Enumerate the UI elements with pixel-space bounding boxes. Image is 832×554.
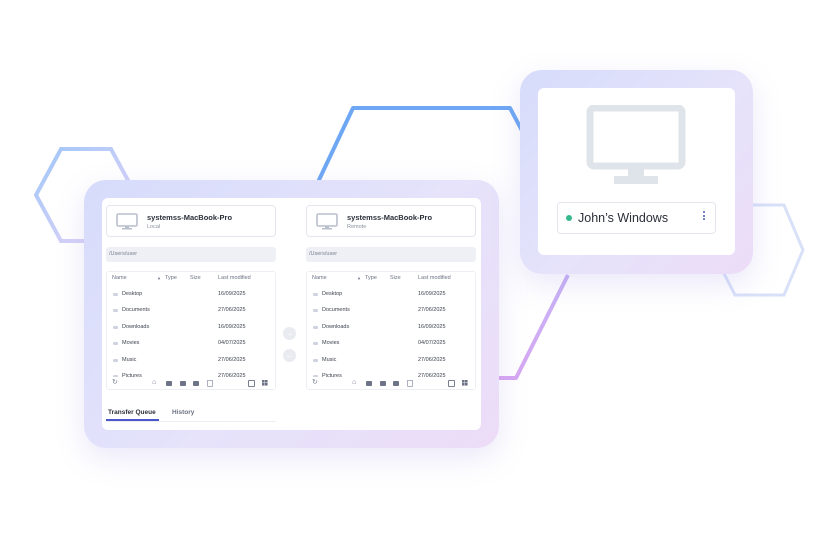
copy-icon[interactable] [248, 380, 255, 387]
local-path-input[interactable]: /Users/user [106, 247, 276, 262]
folder-icon [113, 293, 118, 296]
table-row[interactable]: Movies 04/07/2025 [107, 340, 275, 350]
table-row[interactable]: Desktop 16/09/2025 [307, 291, 475, 301]
connector-top [316, 106, 529, 183]
upload-icon[interactable] [393, 381, 399, 386]
home-icon[interactable]: ⌂ [152, 379, 157, 386]
file-transfer-content: systemss-MacBook-Pro Local /Users/user N… [102, 198, 481, 430]
folder-icon [313, 375, 318, 378]
local-toolbar: ↻ ⌂ [107, 377, 275, 389]
column-modified[interactable]: Last modified [218, 275, 251, 281]
remote-panel: systemss-MacBook-Pro Remote /Users/user … [306, 205, 476, 390]
remote-device-card[interactable]: John’s Windows [557, 202, 716, 234]
folder-icon [313, 342, 318, 345]
refresh-icon[interactable]: ↻ [112, 379, 118, 386]
local-panel: systemss-MacBook-Pro Local /Users/user N… [106, 205, 276, 390]
local-host-label: Local [147, 224, 161, 230]
transfer-tabs: Transfer Queue History [106, 409, 276, 422]
monitor-icon [586, 105, 686, 184]
local-file-table: Name ▼ Type Size Last modified Desktop 1… [106, 271, 276, 390]
column-modified[interactable]: Last modified [418, 275, 451, 281]
folder-icon [113, 375, 118, 378]
local-host-card: systemss-MacBook-Pro Local [106, 205, 276, 237]
folder-icon [313, 359, 318, 362]
tab-transfer-queue[interactable]: Transfer Queue [106, 409, 159, 421]
monitor-icon [316, 213, 338, 230]
copy-icon[interactable] [448, 380, 455, 387]
folder-icon [113, 326, 118, 329]
table-row[interactable]: Documents 27/06/2025 [307, 307, 475, 317]
delete-icon[interactable] [407, 380, 413, 387]
online-status-dot [566, 215, 572, 221]
table-row[interactable]: Pictures 27/06/2025 [107, 373, 275, 383]
kebab-icon[interactable] [703, 211, 706, 222]
remote-host-label: Remote [347, 224, 367, 230]
monitor-icon [116, 213, 138, 230]
column-type[interactable]: Type [165, 275, 177, 281]
remote-device-content: John’s Windows [538, 88, 735, 255]
table-header: Name ▼ Type Size Last modified [107, 275, 275, 285]
home-icon[interactable]: ⌂ [352, 379, 357, 386]
column-type[interactable]: Type [365, 275, 377, 281]
folder-icon [313, 293, 318, 296]
transfer-to-remote-button[interactable]: → [283, 327, 296, 340]
connector-bottom [499, 274, 570, 380]
folder-icon [113, 309, 118, 312]
remote-toolbar: ↻ ⌂ [307, 377, 475, 389]
grid-icon[interactable] [262, 380, 268, 386]
column-name[interactable]: Name [112, 275, 127, 281]
table-row[interactable]: Downloads 16/09/2025 [307, 324, 475, 334]
table-header: Name ▼ Type Size Last modified [307, 275, 475, 285]
refresh-icon[interactable]: ↻ [312, 379, 318, 386]
tab-history[interactable]: History [172, 409, 195, 416]
table-row[interactable]: Desktop 16/09/2025 [107, 291, 275, 301]
folder-icon [113, 359, 118, 362]
table-row[interactable]: Pictures 27/06/2025 [307, 373, 475, 383]
remote-device-name: John’s Windows [578, 211, 669, 225]
table-row[interactable]: Music 27/06/2025 [307, 357, 475, 367]
folder-icon [313, 309, 318, 312]
remote-path-input[interactable]: /Users/user [306, 247, 476, 262]
folder-icon [313, 326, 318, 329]
file-transfer-window: systemss-MacBook-Pro Local /Users/user N… [84, 180, 499, 448]
column-size[interactable]: Size [390, 275, 401, 281]
grid-icon[interactable] [462, 380, 468, 386]
table-row[interactable]: Downloads 16/09/2025 [107, 324, 275, 334]
column-size[interactable]: Size [190, 275, 201, 281]
remote-file-table: Name ▼ Type Size Last modified Desktop 1… [306, 271, 476, 390]
new-folder-icon[interactable] [180, 381, 186, 386]
delete-icon[interactable] [207, 380, 213, 387]
local-host-name: systemss-MacBook-Pro [147, 213, 233, 222]
transfer-to-local-button[interactable]: ← [283, 349, 296, 362]
table-row[interactable]: Documents 27/06/2025 [107, 307, 275, 317]
table-row[interactable]: Movies 04/07/2025 [307, 340, 475, 350]
remote-device-window: John’s Windows [520, 70, 753, 274]
upload-icon[interactable] [193, 381, 199, 386]
remote-host-card: systemss-MacBook-Pro Remote [306, 205, 476, 237]
folder-icon[interactable] [366, 381, 372, 386]
folder-icon[interactable] [166, 381, 172, 386]
sort-chevron-icon[interactable]: ▼ [157, 276, 161, 281]
column-name[interactable]: Name [312, 275, 327, 281]
sort-chevron-icon[interactable]: ▼ [357, 276, 361, 281]
folder-icon [113, 342, 118, 345]
table-row[interactable]: Music 27/06/2025 [107, 357, 275, 367]
remote-host-name: systemss-MacBook-Pro [347, 213, 433, 222]
new-folder-icon[interactable] [380, 381, 386, 386]
